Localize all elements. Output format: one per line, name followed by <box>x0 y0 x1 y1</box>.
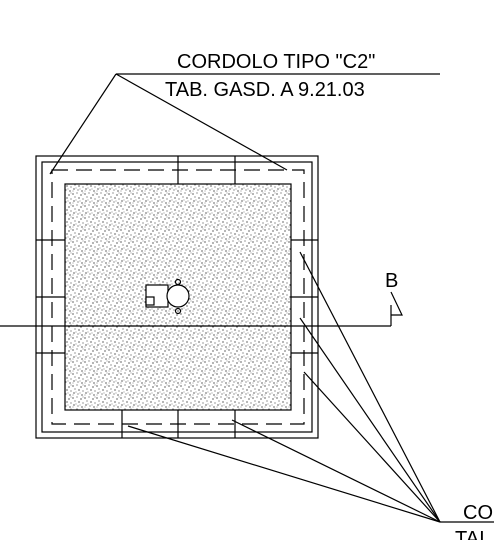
dashed-edge <box>51 169 305 425</box>
inlet-circle <box>166 284 190 308</box>
label-cordolo-title: CORDOLO TIPO "C2" <box>177 51 375 73</box>
label-cordolo-ref: TAB. GASD. A 9.21.03 <box>165 79 365 101</box>
label-bottom-title: CO <box>463 502 493 524</box>
section-marker-label: B <box>385 270 398 292</box>
label-bottom-ref: TAI <box>455 528 485 540</box>
